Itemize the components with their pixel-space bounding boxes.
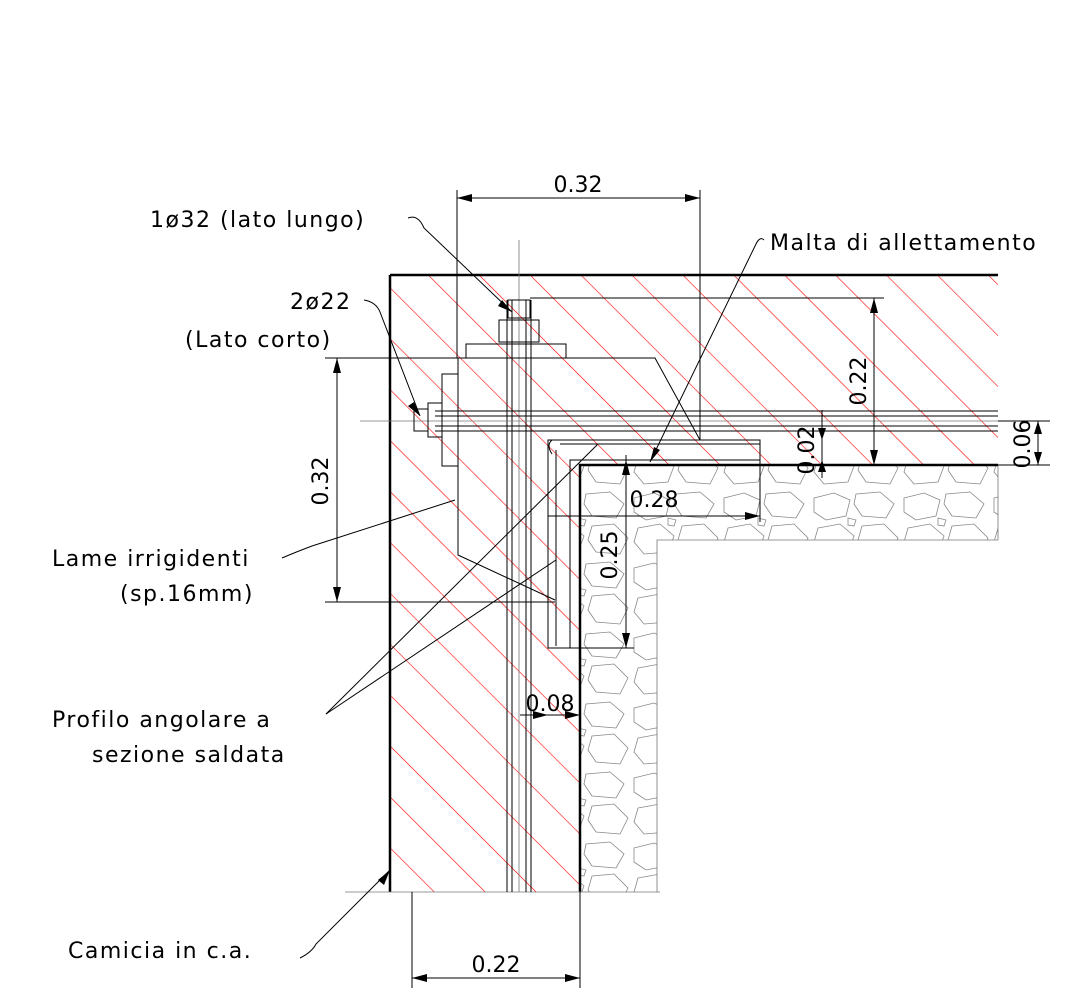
dim-left-height: 0.32 <box>309 457 334 506</box>
bar-long-label: 1ø32 (lato lungo) <box>150 208 365 233</box>
rc-jacket <box>345 273 998 893</box>
steel-elements <box>360 240 998 892</box>
mortar-label: Malta di allettamento <box>770 231 1037 256</box>
dimension-lines <box>325 190 1050 988</box>
stiffeners-label: Lame irrigidenti <box>52 547 250 572</box>
dim-right-height: 0.22 <box>847 357 872 406</box>
dim-gap: 0.02 <box>795 426 820 475</box>
angle-profile-label: Profilo angolare a <box>52 708 271 733</box>
dim-horizontal-leg: 0.28 <box>630 488 679 513</box>
dim-top-width: 0.32 <box>554 173 603 198</box>
jacket-label: Camicia in c.a. <box>68 939 252 964</box>
dim-vertical-leg: 0.25 <box>598 531 623 580</box>
angle-profile-note: sezione saldata <box>92 743 286 768</box>
masonry <box>580 465 999 892</box>
bar-short-label: 2ø22 <box>290 290 351 315</box>
dim-slab-thickness: 0.06 <box>1011 420 1036 469</box>
stiffeners-note: (sp.16mm) <box>120 582 254 607</box>
dim-bottom-width: 0.22 <box>472 953 521 978</box>
bar-short-note: (Lato corto) <box>185 328 332 353</box>
leader-lines <box>281 216 765 959</box>
dim-wall-offset: 0.08 <box>526 692 575 717</box>
